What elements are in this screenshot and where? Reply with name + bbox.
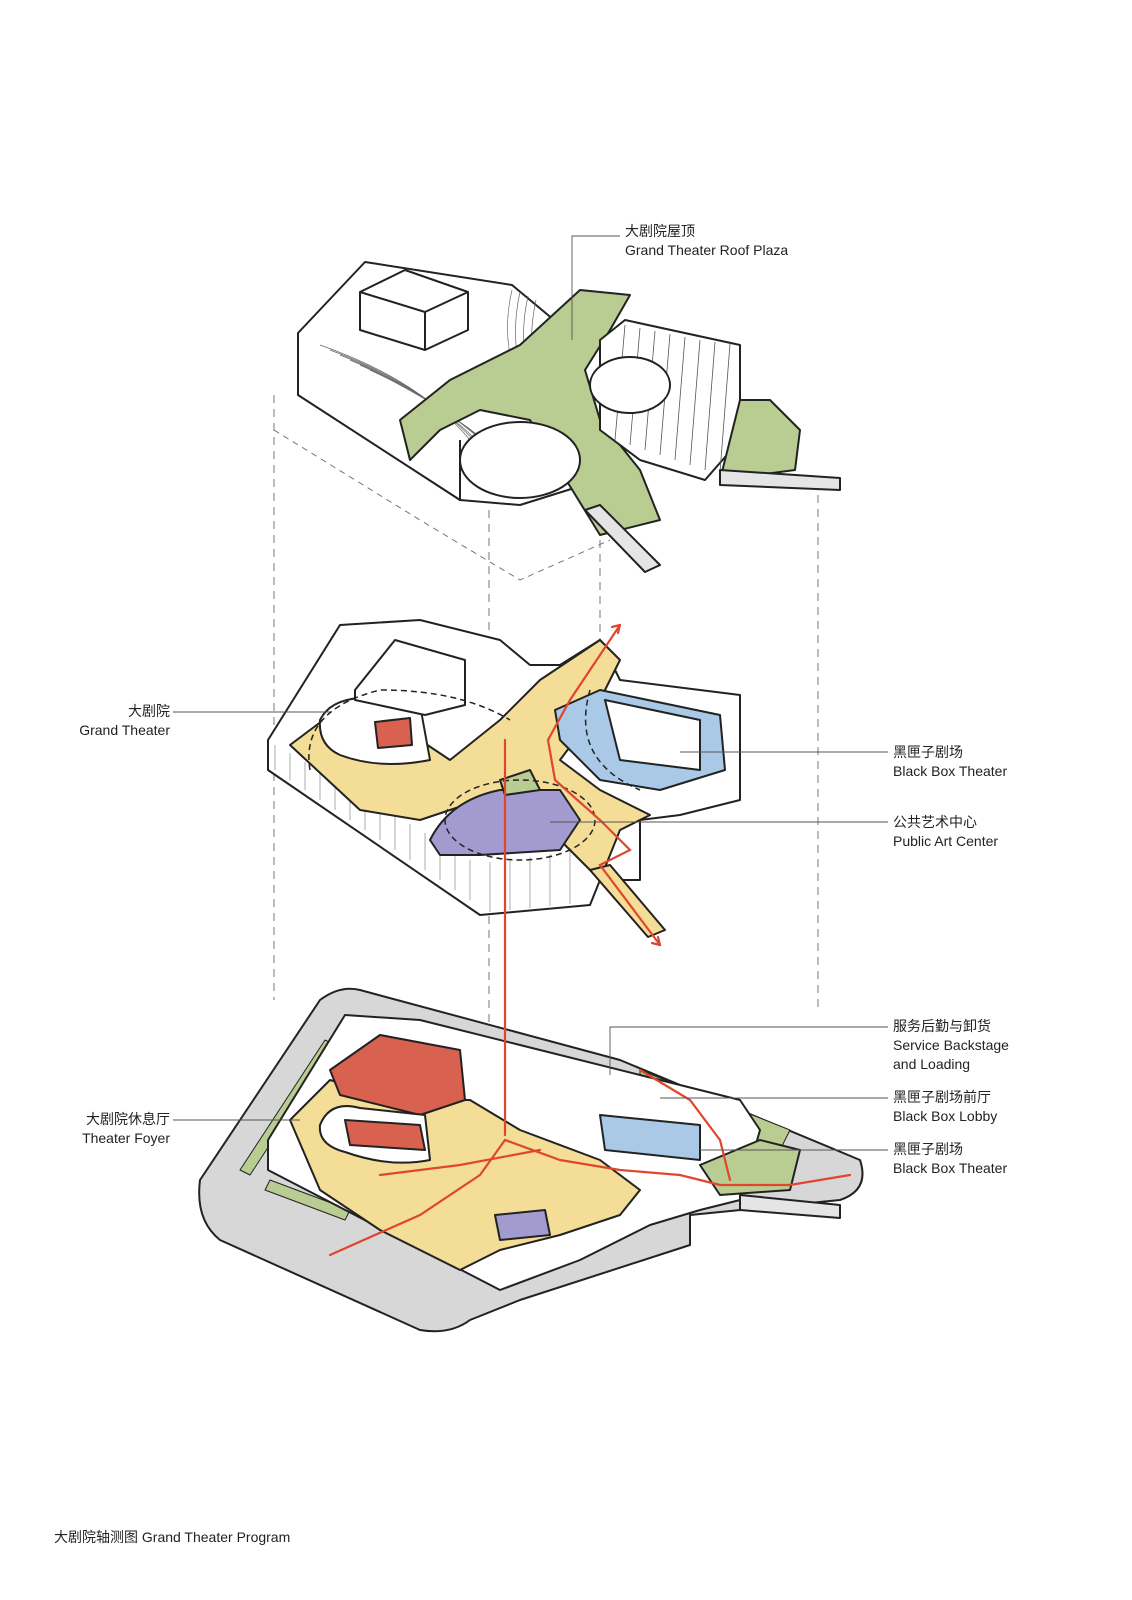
label-black-box-upper-zh: 黑匣子剧场 — [893, 744, 963, 760]
label-grand-theater-en: Grand Theater — [79, 722, 170, 738]
route-middle — [546, 623, 662, 947]
circulation-routes — [328, 623, 852, 1257]
label-foyer-zh: 大剧院休息厅 — [86, 1111, 170, 1127]
label-service-en1: Service Backstage — [893, 1037, 1009, 1053]
label-public-art-en: Public Art Center — [893, 833, 999, 849]
label-public-art: 公共艺术中心 Public Art Center — [893, 813, 998, 851]
figure-caption: 大剧院轴测图 Grand Theater Program — [54, 1529, 291, 1545]
label-roof-zh: 大剧院屋顶 — [625, 223, 695, 239]
label-black-box-upper-en: Black Box Theater — [893, 763, 1008, 779]
label-roof-plaza: 大剧院屋顶 Grand Theater Roof Plaza — [625, 222, 788, 260]
label-service-zh: 服务后勤与卸货 — [893, 1018, 991, 1034]
fly-tower-mid — [354, 639, 466, 716]
label-black-box-lobby-en: Black Box Lobby — [893, 1108, 998, 1124]
label-public-art-zh: 公共艺术中心 — [893, 814, 977, 830]
black-box-lower-blue — [599, 1114, 701, 1161]
fly-tower — [359, 269, 469, 351]
label-black-box-lower-en: Black Box Theater — [893, 1160, 1008, 1176]
ground-bridge — [739, 1194, 841, 1219]
green-ramp — [719, 399, 801, 481]
label-theater-foyer: 大剧院休息厅 Theater Foyer — [40, 1110, 170, 1148]
label-service: 服务后勤与卸货 Service Backstage and Loading — [893, 1017, 1009, 1074]
bridge-right — [719, 469, 841, 491]
auditorium — [318, 697, 431, 765]
label-service-en2: and Loading — [893, 1056, 971, 1072]
green-plaza — [399, 289, 661, 536]
bridge-lower — [584, 504, 661, 573]
lower-level — [198, 987, 864, 1333]
label-roof-en: Grand Theater Roof Plaza — [625, 242, 789, 258]
route-lower-left — [378, 1148, 542, 1177]
label-black-box-lobby: 黑匣子剧场前厅 Black Box Lobby — [893, 1088, 997, 1126]
roof-opening — [459, 421, 581, 499]
label-black-box-lower-zh: 黑匣子剧场 — [893, 1141, 963, 1157]
label-grand-theater-zh: 大剧院 — [128, 703, 170, 719]
label-black-box-lobby-zh: 黑匣子剧场前厅 — [893, 1089, 991, 1105]
route-lower-main — [328, 1138, 852, 1257]
leader-lines — [173, 235, 888, 1151]
foyer-red-stage — [329, 1034, 466, 1116]
label-black-box-upper: 黑匣子剧场 Black Box Theater — [893, 743, 1007, 781]
label-foyer-en: Theater Foyer — [82, 1130, 170, 1146]
label-grand-theater: 大剧院 Grand Theater — [40, 702, 170, 740]
label-black-box-lower: 黑匣子剧场 Black Box Theater — [893, 1140, 1007, 1178]
route-lower-branch — [638, 1068, 732, 1182]
roof-level — [297, 261, 841, 573]
purple-room — [494, 1209, 551, 1241]
